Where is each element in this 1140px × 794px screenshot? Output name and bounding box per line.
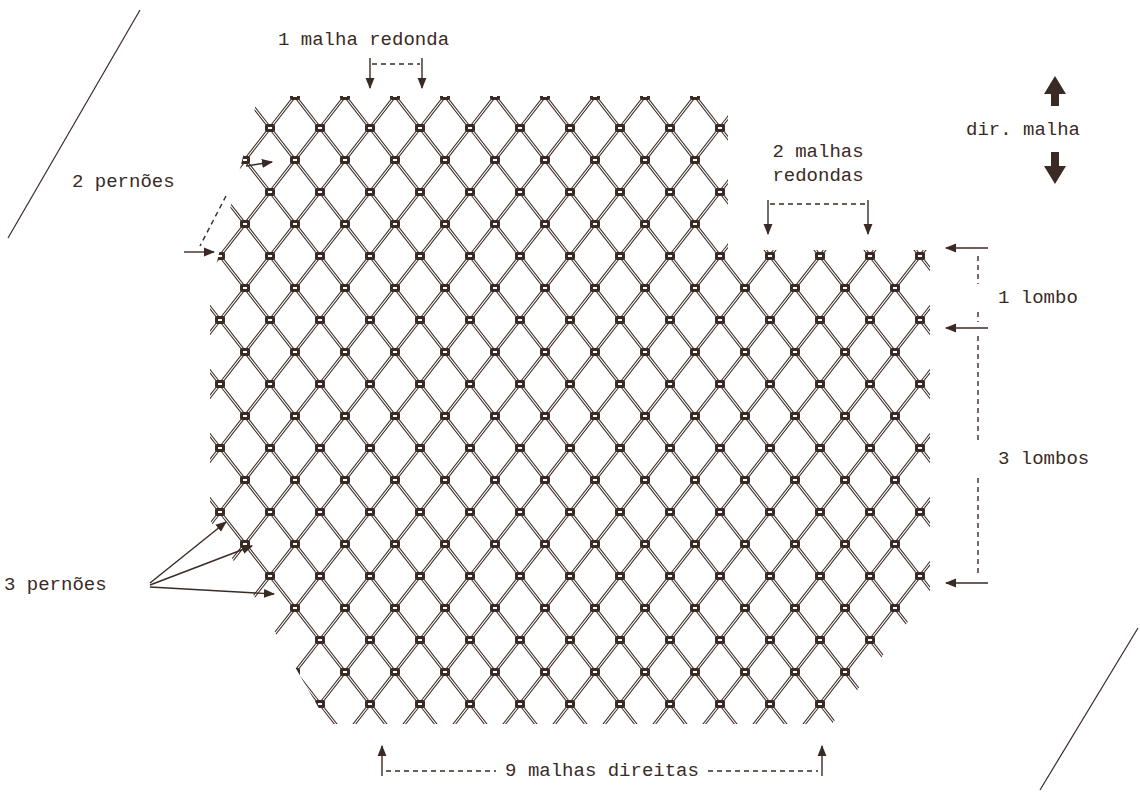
dimension-label: 3 pernões xyxy=(4,573,107,597)
frame-corner xyxy=(1040,628,1138,790)
pointer-arrow xyxy=(246,162,272,166)
dimension-line xyxy=(386,770,496,771)
pointer-arrow xyxy=(150,546,252,585)
dimension-line xyxy=(977,256,978,284)
dimension-arrow xyxy=(946,247,988,248)
dimension-arrow xyxy=(821,746,822,776)
dimension-label: 1 lombo xyxy=(998,286,1078,310)
pointer-arrow xyxy=(184,251,214,252)
dimension-line xyxy=(770,203,866,204)
dimension-line xyxy=(200,196,226,246)
net-mesh xyxy=(200,90,940,730)
dimension-arrow xyxy=(421,58,422,88)
dimension-arrow xyxy=(369,58,370,88)
frame-corner xyxy=(8,10,140,238)
pointer-arrow xyxy=(150,587,274,594)
dimension-arrow xyxy=(381,746,382,776)
dimension-line xyxy=(977,336,978,440)
direction-arrow xyxy=(1044,152,1066,184)
dimension-label: 3 lombos xyxy=(998,447,1089,471)
dimension-line xyxy=(708,770,818,771)
dimension-label: 2 malhas redondas xyxy=(748,140,888,188)
dimension-arrow xyxy=(946,582,988,583)
dimension-arrow xyxy=(946,327,988,328)
dimension-line xyxy=(977,312,978,322)
dimension-label: 1 malha redonda xyxy=(278,28,449,52)
dimension-label: dir. malha xyxy=(966,118,1080,142)
direction-arrow xyxy=(1044,76,1066,106)
dimension-label: 9 malhas direitas xyxy=(505,759,699,783)
pointer-arrow xyxy=(150,522,226,583)
dimension-label: 2 pernões xyxy=(72,170,175,194)
dimension-line xyxy=(372,63,420,64)
dimension-arrow xyxy=(767,200,768,234)
dimension-arrow xyxy=(867,200,868,234)
dimension-lines xyxy=(150,58,988,776)
dimension-line xyxy=(977,478,978,576)
